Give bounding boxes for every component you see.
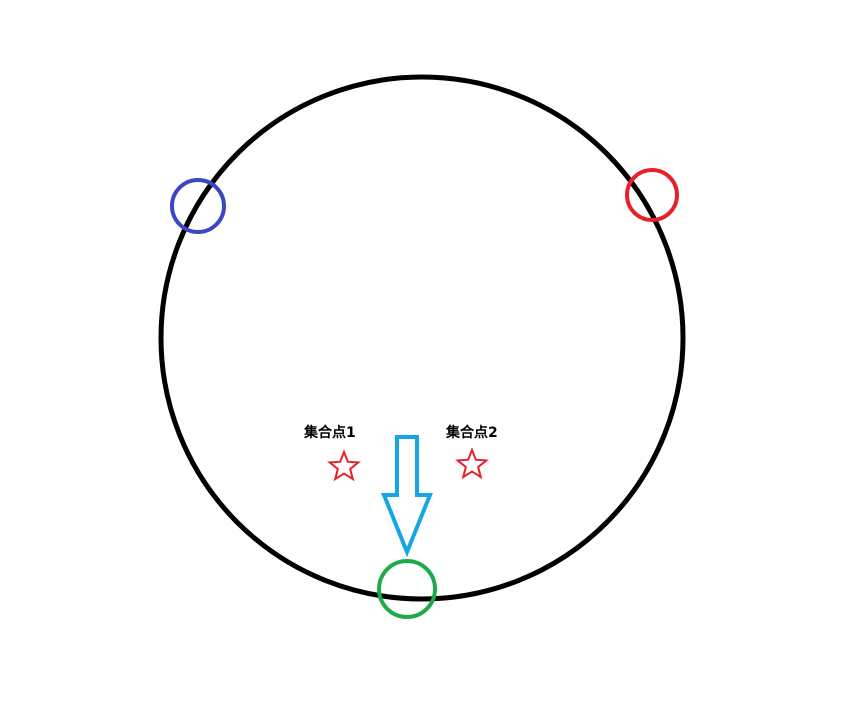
meeting-point-1-label: 集合点1	[303, 424, 356, 441]
star-outline-icon	[455, 447, 489, 480]
green-marker-circle	[377, 559, 437, 619]
red-marker-circle	[625, 168, 679, 222]
star-outline-icon	[327, 449, 361, 482]
meeting-point-2-label: 集合点2	[445, 424, 498, 441]
arrow-down-icon	[381, 435, 433, 558]
main-ring	[158, 74, 686, 602]
blue-marker-circle	[170, 178, 226, 234]
